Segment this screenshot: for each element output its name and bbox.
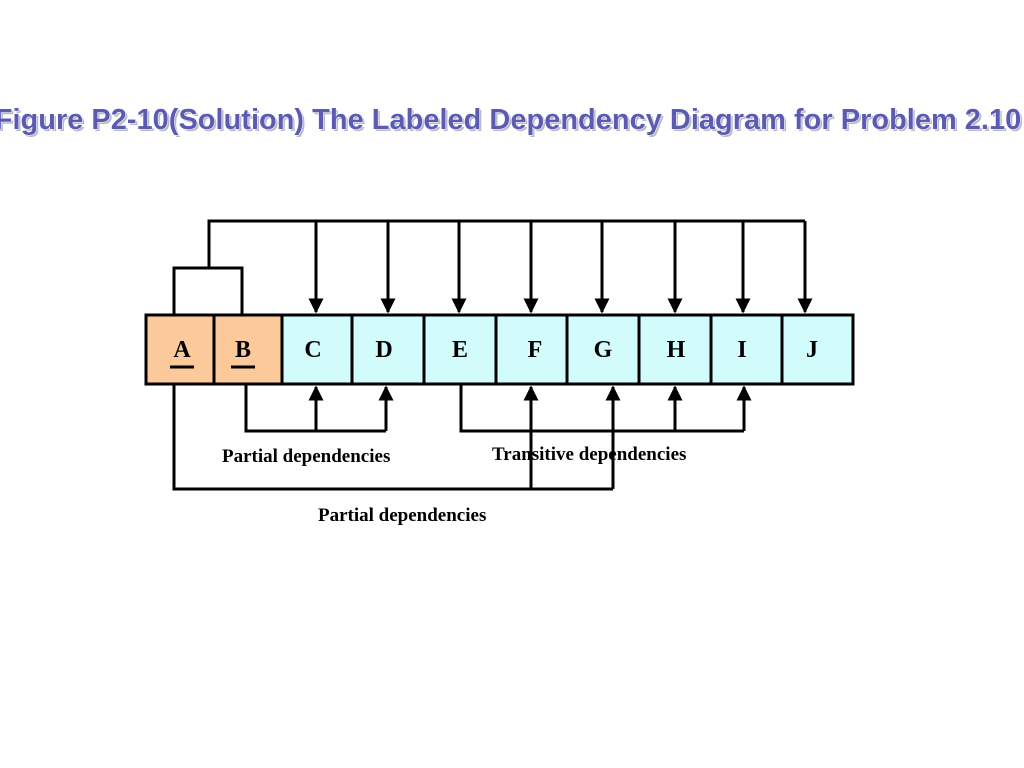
transitive-dependency xyxy=(459,384,752,433)
attribute-label-g: G xyxy=(594,337,613,363)
attribute-cell-a xyxy=(144,313,216,386)
partial-dependency-a xyxy=(172,384,621,491)
attribute-label-a: A xyxy=(173,337,191,363)
partial-dependencies-label-lower: Partial dependencies xyxy=(318,505,486,526)
page-title: Figure P2-10(Solution) The Labeled Depen… xyxy=(0,104,1021,136)
attribute-cell-e xyxy=(422,313,498,386)
attribute-label-e: E xyxy=(452,337,468,363)
attribute-cell-b xyxy=(212,313,284,386)
attribute-cell-j xyxy=(780,313,855,386)
attribute-label-b: B xyxy=(235,337,251,363)
key-bracket xyxy=(172,266,244,315)
attribute-row: A B C D E F G H I J xyxy=(144,313,855,386)
attribute-cell-g xyxy=(565,313,641,386)
attribute-label-c: C xyxy=(304,337,321,363)
partial-dependencies-label-upper: Partial dependencies xyxy=(222,446,390,467)
page-title-shadow: Figure P2-10(Solution) The Labeled Depen… xyxy=(0,106,1023,138)
attribute-label-j: J xyxy=(806,337,818,363)
attribute-label-i: I xyxy=(737,337,746,363)
attribute-label-h: H xyxy=(667,337,686,363)
attribute-label-d: D xyxy=(375,337,392,363)
full-dependency-bus xyxy=(207,219,805,268)
partial-dependency-a-line xyxy=(172,384,613,491)
attribute-label-f: F xyxy=(528,337,543,363)
transitive-dependency-line xyxy=(459,384,744,433)
partial-dependency-b xyxy=(244,384,394,433)
partial-dependency-b-line xyxy=(244,384,386,433)
transitive-dependencies-label: Transitive dependencies xyxy=(492,444,686,465)
attribute-cell-c xyxy=(280,313,354,386)
full-dependency-lines xyxy=(172,219,813,315)
